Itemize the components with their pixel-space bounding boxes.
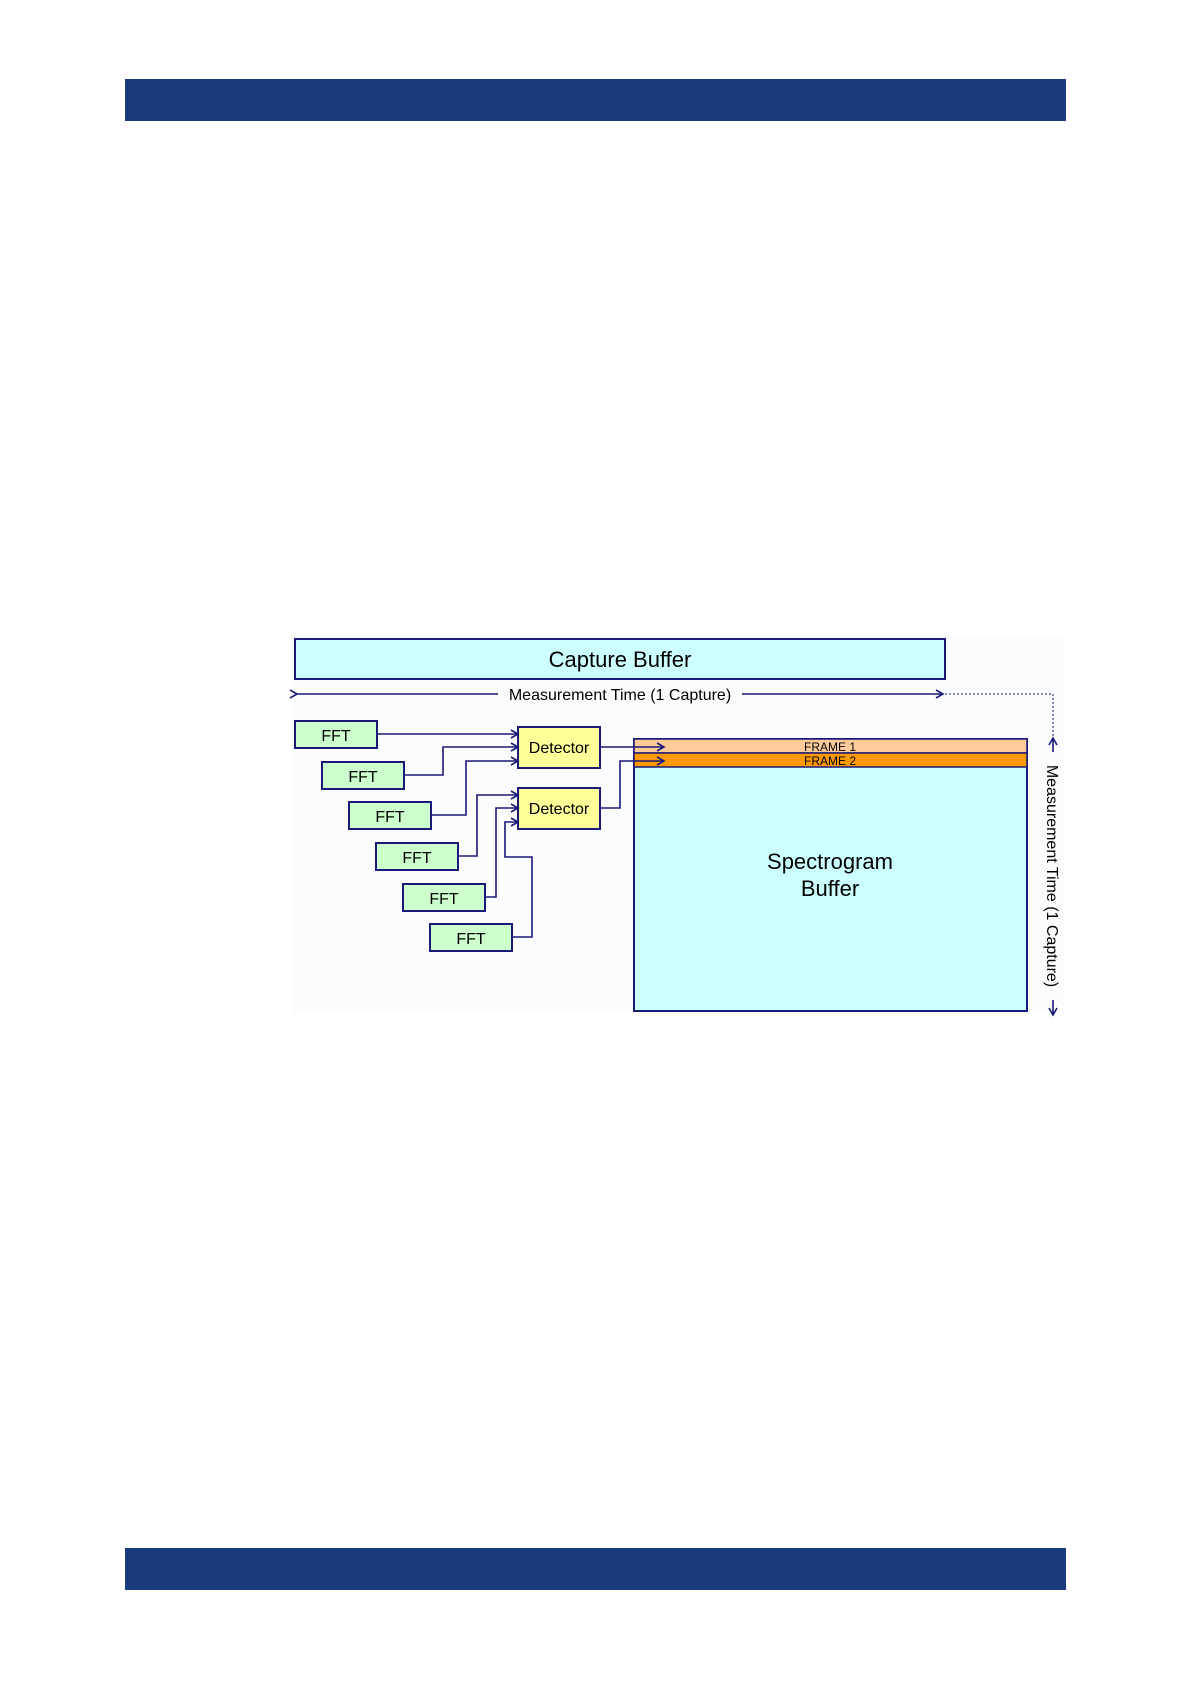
capture-buffer-label: Capture Buffer	[549, 647, 692, 672]
fft-label-4: FFT	[402, 850, 432, 867]
detector-label-2: Detector	[529, 801, 590, 818]
frame-2-label: FRAME 2	[804, 754, 856, 768]
measurement-time-label: Measurement Time (1 Capture)	[509, 687, 731, 704]
fft-block-3: FFT	[349, 802, 431, 829]
fft-label-3: FFT	[375, 809, 405, 826]
fft-block-6: FFT	[430, 924, 512, 951]
spectrogram-label-line2: Buffer	[801, 876, 859, 901]
fft-block-1: FFT	[295, 721, 377, 748]
fft-label-6: FFT	[456, 931, 486, 948]
fft-block-5: FFT	[403, 884, 485, 911]
detector-label-1: Detector	[529, 740, 590, 757]
fft-label-1: FFT	[321, 728, 351, 745]
fft-label-2: FFT	[348, 769, 378, 786]
detector-block-1: Detector	[518, 727, 600, 768]
vertical-measurement-time-label: Measurement Time (1 Capture)	[1043, 765, 1060, 987]
spectrogram-buffer-box	[634, 739, 1027, 1011]
spectrogram-label-line1: Spectrogram	[767, 849, 893, 874]
fft-block-4: FFT	[376, 843, 458, 870]
fft-block-2: FFT	[322, 762, 404, 789]
detector-block-2: Detector	[518, 788, 600, 829]
frame-1-label: FRAME 1	[804, 740, 856, 754]
fft-label-5: FFT	[429, 891, 459, 908]
